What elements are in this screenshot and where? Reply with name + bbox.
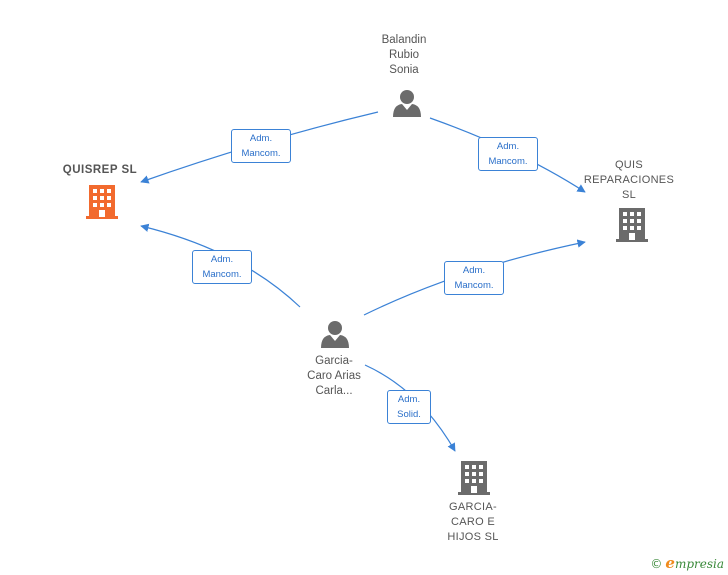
building-icon[interactable]	[458, 461, 490, 495]
brand-name: mpresia	[674, 557, 724, 571]
company-name-quisrep[interactable]: QUISREP SL	[62, 164, 138, 176]
building-icon[interactable]	[616, 208, 648, 242]
person-icon[interactable]	[393, 90, 421, 117]
edge-label-garcia-hijos[interactable]: Adm. Solid.	[387, 390, 431, 424]
person-name-balandin[interactable]: Balandin Rubio Sonia	[381, 34, 427, 76]
brand-initial: e	[665, 554, 675, 572]
edge-label-balandin-quis[interactable]: Adm. Mancom.	[478, 137, 538, 171]
person-icon[interactable]	[321, 321, 349, 348]
building-icon[interactable]	[86, 185, 118, 219]
brand-logo[interactable]: ©empresia	[650, 554, 724, 572]
company-name-quis-reparaciones[interactable]: QUIS REPARACIONES SL	[583, 159, 675, 201]
person-name-garcia-caro-arias[interactable]: Garcia- Caro Arias Carla...	[307, 355, 361, 397]
edge-label-garcia-quis[interactable]: Adm. Mancom.	[444, 261, 504, 295]
copyright-symbol: ©	[650, 557, 663, 571]
edge-label-balandin-quisrep[interactable]: Adm. Mancom.	[231, 129, 291, 163]
edge-label-garcia-quisrep[interactable]: Adm. Mancom.	[192, 250, 252, 284]
company-name-garcia-caro-hijos[interactable]: GARCIA- CARO E HIJOS SL	[447, 501, 499, 543]
